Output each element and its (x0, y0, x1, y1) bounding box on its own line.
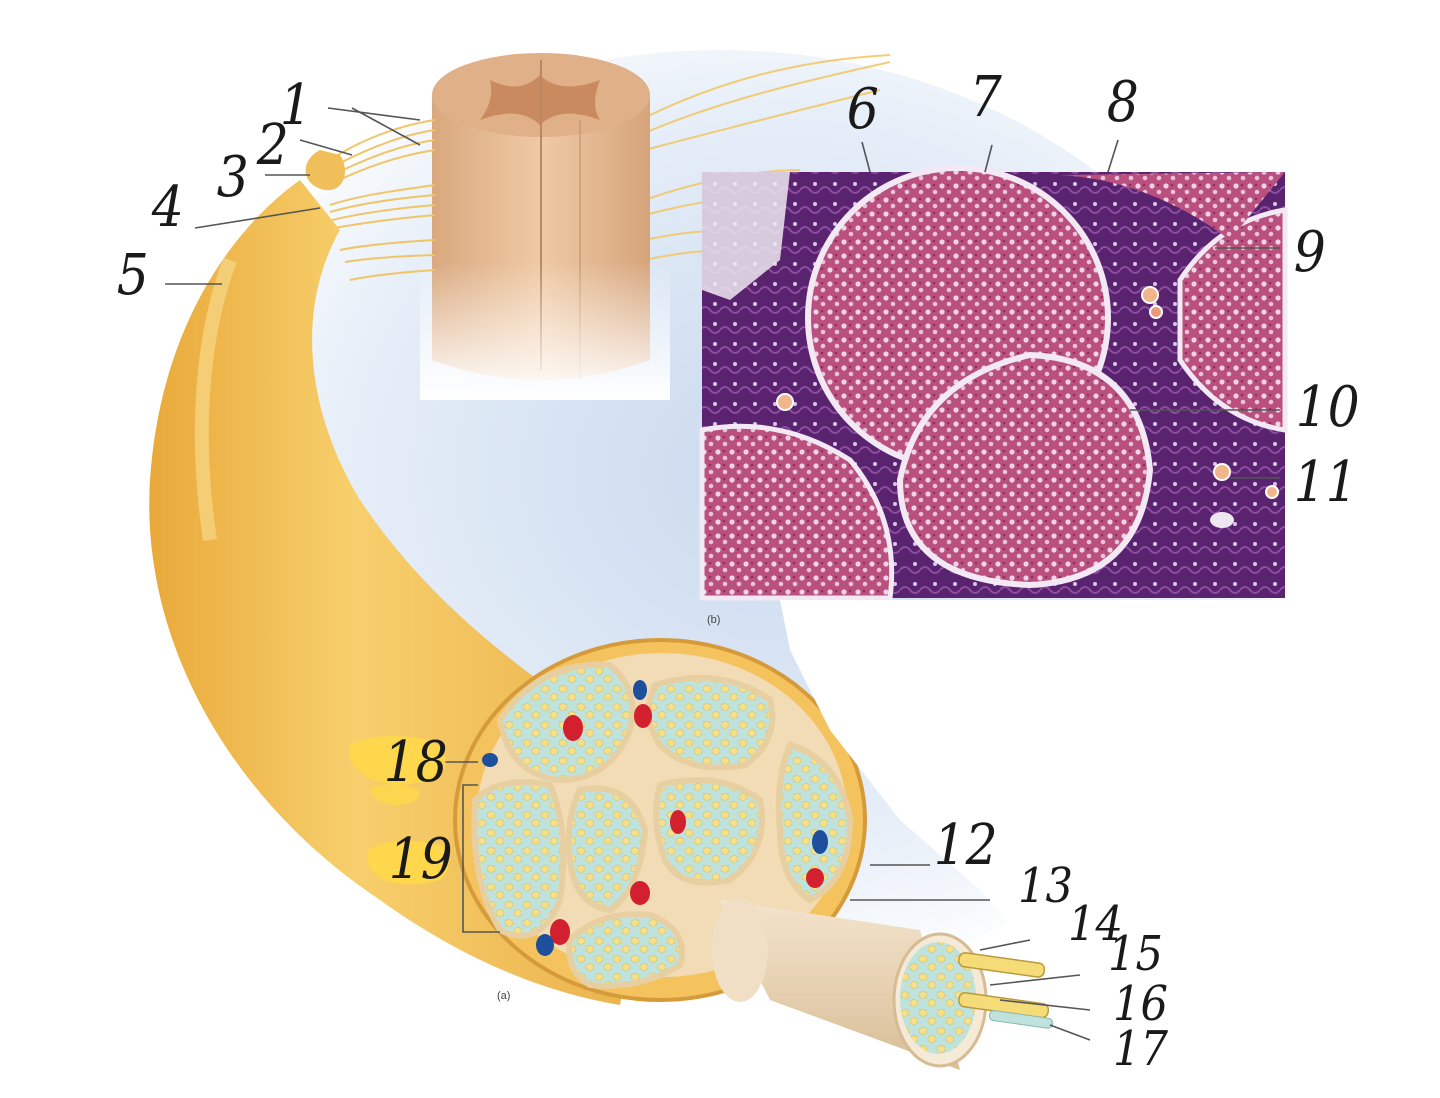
label-3: 3 (216, 145, 249, 210)
leader-lines (165, 107, 1280, 1041)
dorsal-root-ganglion (305, 150, 345, 191)
fascicle-tube (712, 898, 1054, 1070)
highlight-19 (367, 840, 449, 885)
label-12: 12 (933, 813, 998, 878)
label-7: 7 (969, 65, 1002, 130)
spinal-cord (420, 53, 670, 400)
highlight-18 (349, 736, 446, 785)
label-14: 14 (1068, 896, 1124, 952)
panel-label-a: (a) (497, 990, 511, 1002)
label-2: 2 (256, 113, 289, 178)
label-11: 11 (1293, 450, 1358, 515)
nerve-cross-section (453, 638, 867, 1002)
label-16: 16 (1113, 976, 1169, 1032)
label-4: 4 (151, 175, 184, 240)
label-1: 1 (279, 73, 312, 138)
label-13: 13 (1018, 858, 1074, 914)
panel-label-b: (b) (707, 614, 721, 626)
label-10: 10 (1295, 375, 1360, 440)
label-5: 5 (116, 243, 149, 308)
label-9: 9 (1293, 220, 1326, 285)
white-cutout (780, 600, 1440, 1094)
label-8: 8 (1106, 70, 1139, 135)
label-15: 15 (1108, 926, 1164, 982)
label-19: 19 (388, 827, 453, 892)
label-18: 18 (383, 730, 448, 795)
label-17: 17 (1113, 1021, 1169, 1077)
micrograph (699, 165, 1288, 601)
label-6: 6 (846, 77, 879, 142)
